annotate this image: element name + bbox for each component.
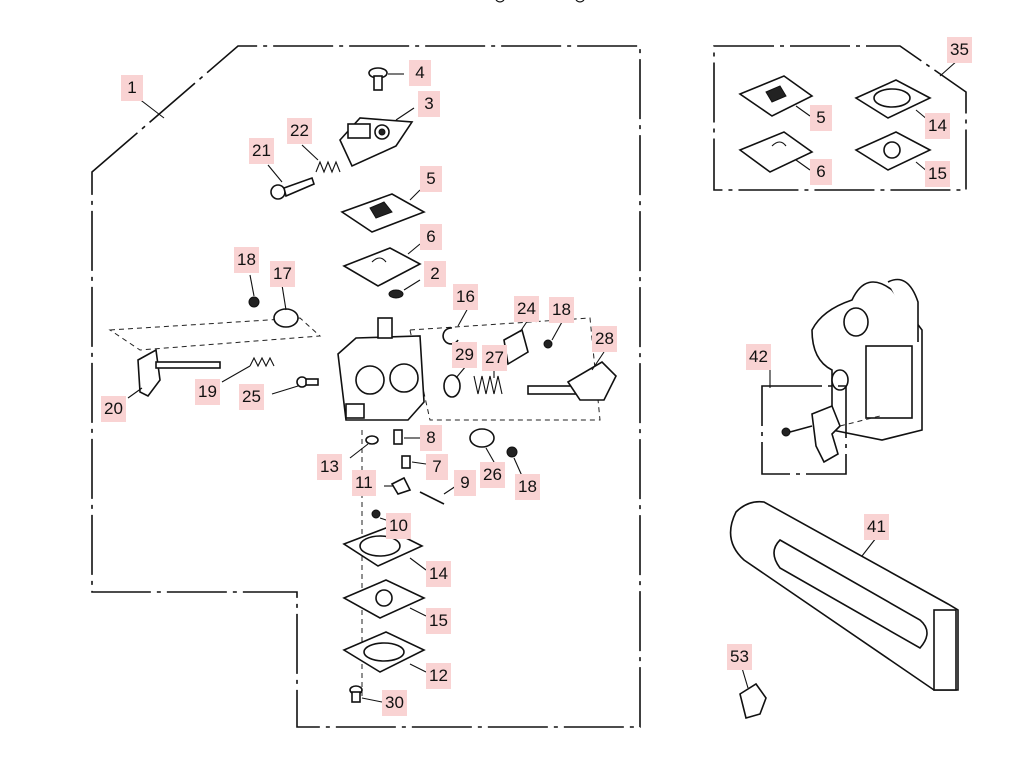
callout-9: 9 xyxy=(454,470,476,496)
cover-part-12 xyxy=(342,631,426,673)
spring-part-19 xyxy=(249,356,275,368)
callout-25: 25 xyxy=(239,384,264,410)
callout-17: 17 xyxy=(270,261,295,287)
callout-kit-15: 15 xyxy=(925,161,950,187)
callout-18-left: 18 xyxy=(234,247,259,273)
kit-diaphragm-5 xyxy=(738,75,814,117)
callout-13: 13 xyxy=(317,454,342,480)
spring-part-8 xyxy=(393,429,403,445)
spring-part-22 xyxy=(315,160,341,174)
callout-1: 1 xyxy=(121,75,143,101)
screw-part-4 xyxy=(368,67,388,91)
callout-41: 41 xyxy=(864,514,889,540)
engine-housing-sketch xyxy=(811,278,923,441)
throttle-guide-plane xyxy=(409,317,601,421)
screw-part-18-lower xyxy=(506,446,518,458)
throttle-shaft-part-28 xyxy=(527,360,617,401)
callout-3: 3 xyxy=(418,91,440,117)
callout-11: 11 xyxy=(352,470,376,496)
carburetor-assembly-frame xyxy=(91,45,641,728)
needle-part-7 xyxy=(401,455,411,469)
callout-28: 28 xyxy=(592,326,617,352)
callout-14: 14 xyxy=(426,561,451,587)
callout-42: 42 xyxy=(746,344,771,370)
callout-16: 16 xyxy=(453,284,478,310)
callout-53: 53 xyxy=(727,644,752,670)
ring-part-2 xyxy=(388,289,404,299)
washer-part-29 xyxy=(443,374,461,398)
gasket-part-6 xyxy=(342,247,422,287)
screw-part-21 xyxy=(270,176,315,200)
callout-kit-14: 14 xyxy=(925,113,950,139)
callout-19: 19 xyxy=(195,379,220,405)
callout-26: 26 xyxy=(480,462,505,488)
screw-part-25 xyxy=(296,376,319,388)
callout-kit-5: 5 xyxy=(810,105,832,131)
screw-part-18-left xyxy=(248,296,260,308)
kit-plate-15 xyxy=(854,131,932,171)
callout-7: 7 xyxy=(426,454,448,480)
callout-15: 15 xyxy=(426,608,451,634)
callout-6: 6 xyxy=(420,224,442,250)
callout-30: 30 xyxy=(382,690,407,716)
callout-10: 10 xyxy=(386,513,411,539)
bracket-part-42 xyxy=(781,404,881,464)
gasket-kit-frame xyxy=(713,45,967,191)
cropped-title-remnant xyxy=(495,0,585,3)
callout-18-lower: 18 xyxy=(515,474,540,500)
plug-part-13 xyxy=(365,435,379,445)
callout-29: 29 xyxy=(452,342,477,368)
washer-part-17 xyxy=(273,308,299,328)
leader-1 xyxy=(137,97,165,119)
callout-4: 4 xyxy=(409,60,431,86)
callout-5: 5 xyxy=(420,166,442,192)
callout-20: 20 xyxy=(101,396,126,422)
bracket-frame-42 xyxy=(761,385,847,475)
screw-part-30 xyxy=(349,685,363,703)
kit-gasket-6 xyxy=(738,131,814,173)
disc-part-26 xyxy=(469,428,495,448)
callout-18-right: 18 xyxy=(549,297,574,323)
diaphragm-part-5 xyxy=(340,193,426,233)
callout-24: 24 xyxy=(514,296,539,322)
callout-2: 2 xyxy=(424,261,446,287)
pin-part-9 xyxy=(419,491,445,505)
kit-gasket-14 xyxy=(854,79,932,119)
callout-8: 8 xyxy=(420,425,442,451)
callout-12: 12 xyxy=(426,663,451,689)
clip-part-53 xyxy=(739,682,767,719)
screw-part-18-right xyxy=(543,339,553,349)
callout-27: 27 xyxy=(482,345,507,371)
bar-cover-part-41 xyxy=(729,500,959,691)
callout-22: 22 xyxy=(287,118,312,144)
lever-part-24 xyxy=(503,328,529,366)
callout-35: 35 xyxy=(947,37,972,63)
plate-part-15 xyxy=(342,579,426,619)
lever-part-11 xyxy=(390,476,412,495)
callout-21: 21 xyxy=(249,138,274,164)
carburetor-body xyxy=(337,317,425,421)
callout-kit-6: 6 xyxy=(810,159,832,185)
choke-guide-plane xyxy=(108,317,322,351)
choke-shaft-part-20 xyxy=(137,348,221,398)
pump-cover-part-3 xyxy=(339,117,414,168)
spring-part-27 xyxy=(473,375,503,395)
screw-part-10 xyxy=(371,509,381,519)
